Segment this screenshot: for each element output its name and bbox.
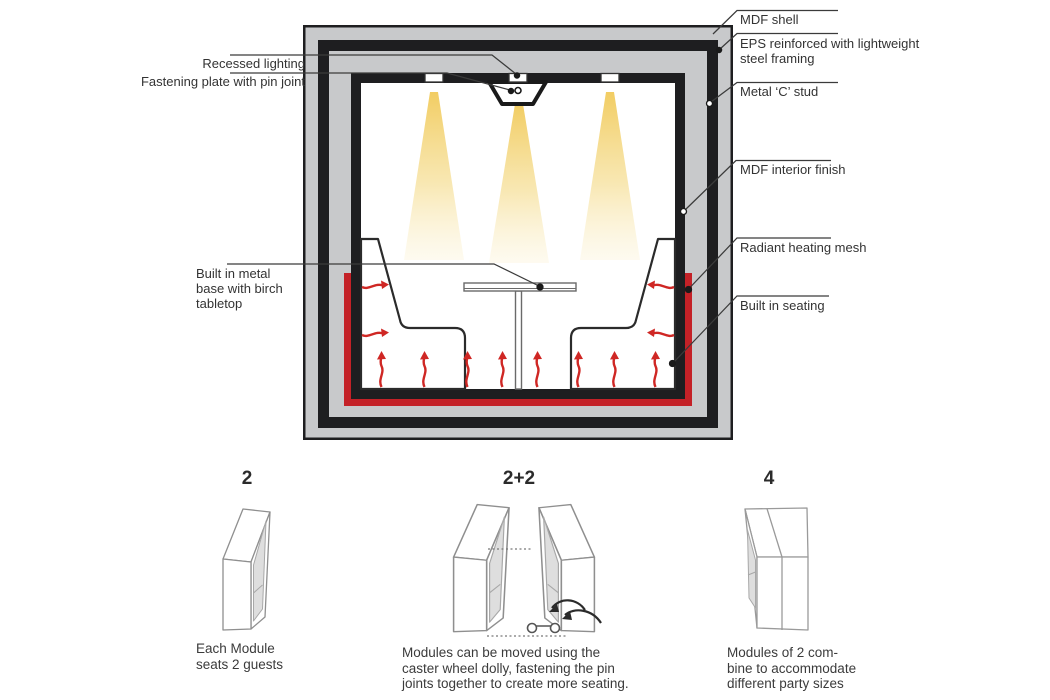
label-fastening-plate: Fastening plate with pin joint: [141, 74, 305, 89]
leader-mdf-interior: [684, 159, 831, 211]
label-line: steel framing: [740, 51, 815, 67]
module-sketch-single: [222, 508, 271, 631]
label-line: MDF shell: [740, 12, 799, 27]
label-metal-c-stud: Metal ‘C’ stud: [740, 84, 818, 99]
light-fixture-left: [424, 72, 444, 83]
label-line: EPS reinforced with lightweight: [740, 36, 920, 51]
radiant-heating-mesh: [344, 273, 692, 406]
caption-line: joints together to create more seating.: [402, 676, 629, 692]
label-eps: EPS reinforced with lightweight steel fr…: [740, 36, 919, 66]
leader-radiant-mesh: [689, 237, 831, 289]
module-caption-combined: Modules of 2 com- bine to accommodate di…: [727, 645, 856, 692]
module-sketch-combined: [744, 507, 809, 631]
caster-wheel-dolly: [526, 622, 561, 634]
leader-fastening-plate: [230, 72, 511, 91]
caption-line: different party sizes: [727, 676, 844, 692]
label-mdf-interior: MDF interior finish: [740, 162, 845, 177]
bench-seat-left: [359, 237, 467, 391]
label-line: Radiant heating mesh: [740, 240, 867, 255]
table: [463, 282, 577, 390]
caption-line: Each Module: [196, 641, 275, 656]
module-heading-2plus2: 2+2: [502, 468, 536, 489]
label-line: Fastening plate with pin joint: [140, 74, 305, 89]
label-line: Metal ‘C’ stud: [740, 84, 819, 99]
label-line: tabletop: [196, 296, 243, 312]
caster-wheel-icon: [526, 622, 538, 634]
caption-line: Modules of 2 com-: [727, 645, 839, 660]
module-sketch-pair: [452, 503, 602, 637]
module-heading-2: 2: [241, 468, 253, 489]
label-line: base with birch: [196, 281, 283, 297]
label-line: Recessed lighting: [202, 56, 305, 71]
module-heading-4: 4: [763, 468, 775, 489]
label-radiant-mesh: Radiant heating mesh: [740, 240, 866, 255]
caption-line: Modules can be moved using the: [402, 645, 601, 660]
caption-line: seats 2 guests: [196, 656, 284, 672]
label-built-in-seating: Built in seating: [740, 298, 825, 313]
light-cones: [404, 92, 640, 263]
caster-wheel-icon: [549, 622, 561, 634]
leader-recessed-lighting: [230, 54, 517, 75]
leader-lines: [227, 9, 838, 363]
motion-arrows: [549, 599, 602, 624]
caption-line: caster wheel dolly, fastening the pin: [402, 660, 615, 676]
pin-joint-circle: [514, 86, 522, 95]
leader-metal-c-stud: [710, 81, 838, 103]
bench-seat-right: [569, 237, 677, 391]
light-cone-center: [489, 104, 549, 263]
caption-line: bine to accommodate: [727, 660, 857, 676]
label-line: Built in seating: [740, 298, 825, 313]
table-top: [463, 282, 577, 292]
leader-built-in-seating: [673, 295, 829, 363]
label-recessed-lighting: Recessed lighting: [202, 56, 305, 71]
label-line: Built in metal: [196, 266, 271, 281]
leader-mdf-shell: [712, 9, 838, 35]
leader-metal-base: [227, 263, 540, 287]
light-cone-right: [580, 92, 640, 260]
light-cone-left: [404, 92, 464, 260]
table-pedestal: [514, 290, 523, 390]
label-metal-base: Built in metal base with birch tabletop: [196, 266, 283, 312]
label-mdf-shell: MDF shell: [740, 12, 799, 27]
module-caption-pair: Modules can be moved using the caster wh…: [402, 645, 629, 692]
module-caption-single: Each Module seats 2 guests: [196, 641, 283, 672]
label-line: MDF interior finish: [740, 162, 846, 177]
light-fixture-right: [600, 72, 620, 83]
leader-eps: [719, 32, 838, 50]
leader-dots: [507, 46, 723, 368]
